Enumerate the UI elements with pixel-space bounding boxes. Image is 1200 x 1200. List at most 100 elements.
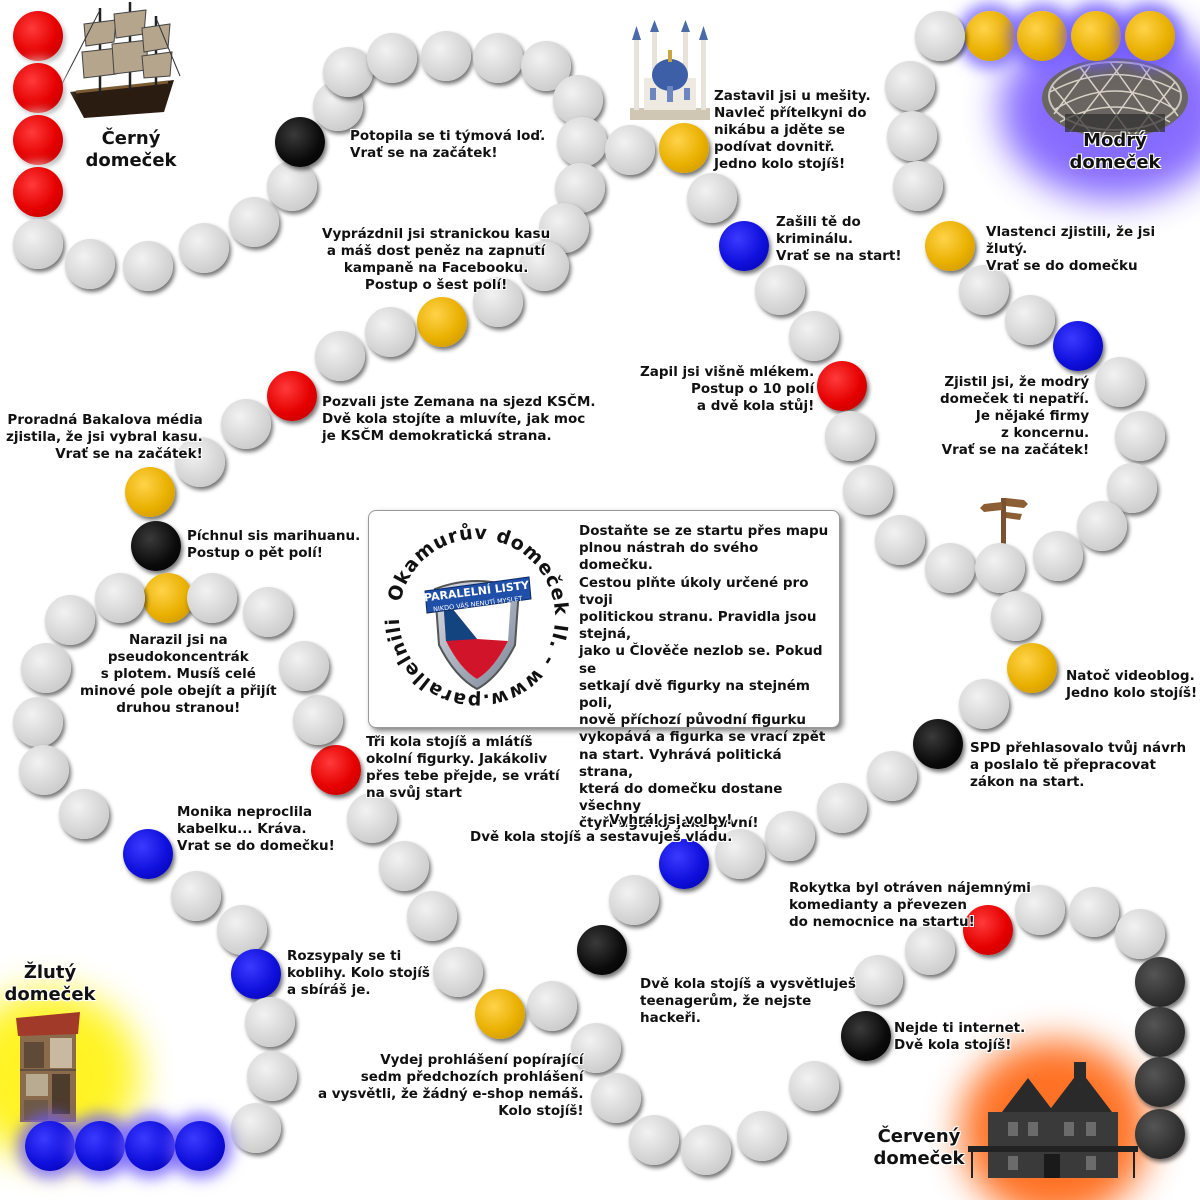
board-space-grey[interactable] <box>1115 411 1165 461</box>
board-space-grey[interactable] <box>975 543 1025 593</box>
board-space-grey[interactable] <box>959 679 1009 729</box>
board-space-grey[interactable] <box>853 955 903 1005</box>
board-space-grey[interactable] <box>421 31 471 81</box>
board-space-yellow[interactable] <box>1071 11 1121 61</box>
board-space-red[interactable] <box>13 63 63 113</box>
board-space-grey[interactable] <box>687 173 737 223</box>
board-space-dark-grey[interactable] <box>1135 1109 1185 1159</box>
board-space-grey[interactable] <box>605 125 655 175</box>
board-space-grey[interactable] <box>1095 357 1145 407</box>
board-space-yellow[interactable] <box>475 989 525 1039</box>
board-space-grey[interactable] <box>825 411 875 461</box>
board-space-grey[interactable] <box>959 265 1009 315</box>
board-space-yellow[interactable] <box>417 297 467 347</box>
board-space-red[interactable] <box>13 11 63 61</box>
board-space-dark-grey[interactable] <box>1135 1007 1185 1057</box>
board-space-blue[interactable] <box>659 839 709 889</box>
board-space-grey[interactable] <box>243 587 293 637</box>
board-space-grey[interactable] <box>887 111 937 161</box>
board-space-grey[interactable] <box>13 219 63 269</box>
board-space-grey[interactable] <box>187 573 237 623</box>
board-space-black[interactable] <box>131 521 181 571</box>
board-space-yellow[interactable] <box>1125 11 1175 61</box>
board-space-grey[interactable] <box>175 437 225 487</box>
board-space-grey[interactable] <box>473 33 523 83</box>
board-space-red[interactable] <box>13 115 63 165</box>
board-space-black[interactable] <box>841 1011 891 1061</box>
board-space-grey[interactable] <box>557 117 607 167</box>
board-space-grey[interactable] <box>629 1115 679 1165</box>
board-space-grey[interactable] <box>1069 887 1119 937</box>
board-space-blue[interactable] <box>75 1121 125 1171</box>
board-space-black[interactable] <box>913 719 963 769</box>
board-space-blue[interactable] <box>1053 321 1103 371</box>
board-space-grey[interactable] <box>553 75 603 125</box>
board-space-dark-grey[interactable] <box>1135 1057 1185 1107</box>
board-space-grey[interactable] <box>59 789 109 839</box>
board-space-grey[interactable] <box>737 1111 787 1161</box>
board-space-grey[interactable] <box>293 695 343 745</box>
board-space-red[interactable] <box>267 371 317 421</box>
board-space-grey[interactable] <box>519 241 569 291</box>
board-space-grey[interactable] <box>609 875 659 925</box>
board-space-grey[interactable] <box>247 1051 297 1101</box>
board-space-grey[interactable] <box>231 1103 281 1153</box>
board-space-blue[interactable] <box>25 1121 75 1171</box>
board-space-grey[interactable] <box>591 1073 641 1123</box>
board-space-grey[interactable] <box>915 11 965 61</box>
board-space-yellow[interactable] <box>965 11 1015 61</box>
board-space-yellow[interactable] <box>1017 11 1067 61</box>
board-space-grey[interactable] <box>267 161 317 211</box>
board-space-blue[interactable] <box>123 829 173 879</box>
board-space-red[interactable] <box>311 745 361 795</box>
board-space-grey[interactable] <box>315 331 365 381</box>
board-space-grey[interactable] <box>681 1125 731 1175</box>
board-space-yellow[interactable] <box>1007 643 1057 693</box>
board-space-blue[interactable] <box>719 221 769 271</box>
board-space-red[interactable] <box>817 361 867 411</box>
board-space-grey[interactable] <box>367 33 417 83</box>
board-space-grey[interactable] <box>1015 885 1065 935</box>
board-space-grey[interactable] <box>347 793 397 843</box>
board-space-grey[interactable] <box>817 783 867 833</box>
board-space-grey[interactable] <box>323 47 373 97</box>
board-space-dark-grey[interactable] <box>1135 957 1185 1007</box>
board-space-red[interactable] <box>963 905 1013 955</box>
board-space-grey[interactable] <box>365 307 415 357</box>
board-space-grey[interactable] <box>407 891 457 941</box>
board-space-yellow[interactable] <box>659 123 709 173</box>
board-space-grey[interactable] <box>433 947 483 997</box>
board-space-grey[interactable] <box>45 595 95 645</box>
board-space-grey[interactable] <box>875 515 925 565</box>
board-space-grey[interactable] <box>527 981 577 1031</box>
board-space-grey[interactable] <box>245 997 295 1047</box>
board-space-grey[interactable] <box>221 399 271 449</box>
board-space-grey[interactable] <box>217 905 267 955</box>
board-space-grey[interactable] <box>893 161 943 211</box>
board-space-black[interactable] <box>577 925 627 975</box>
board-space-grey[interactable] <box>179 223 229 273</box>
board-space-blue[interactable] <box>125 1121 175 1171</box>
board-space-yellow[interactable] <box>143 573 193 623</box>
board-space-grey[interactable] <box>379 841 429 891</box>
board-space-grey[interactable] <box>867 751 917 801</box>
board-space-grey[interactable] <box>925 543 975 593</box>
board-space-grey[interactable] <box>123 241 173 291</box>
board-space-grey[interactable] <box>905 925 955 975</box>
board-space-grey[interactable] <box>1077 501 1127 551</box>
board-space-blue[interactable] <box>231 949 281 999</box>
board-space-grey[interactable] <box>571 1023 621 1073</box>
board-space-grey[interactable] <box>19 745 69 795</box>
board-space-grey[interactable] <box>789 311 839 361</box>
board-space-grey[interactable] <box>229 197 279 247</box>
board-space-grey[interactable] <box>715 829 765 879</box>
board-space-grey[interactable] <box>885 61 935 111</box>
board-space-grey[interactable] <box>13 697 63 747</box>
board-space-grey[interactable] <box>1115 909 1165 959</box>
board-space-grey[interactable] <box>755 265 805 315</box>
board-space-red[interactable] <box>13 167 63 217</box>
board-space-black[interactable] <box>275 117 325 167</box>
board-space-grey[interactable] <box>65 239 115 289</box>
board-space-grey[interactable] <box>991 591 1041 641</box>
board-space-grey[interactable] <box>1033 531 1083 581</box>
